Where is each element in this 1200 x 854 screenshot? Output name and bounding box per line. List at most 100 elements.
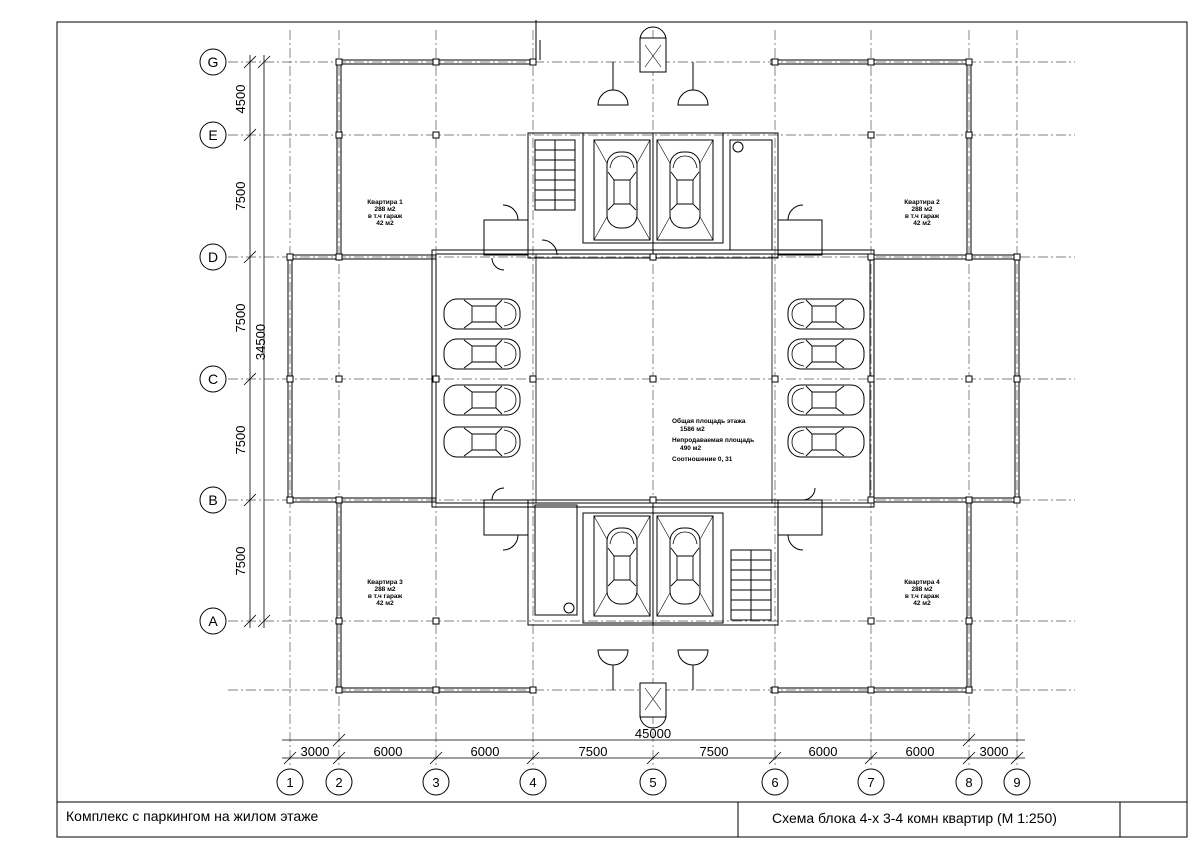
svg-text:8: 8 bbox=[965, 775, 972, 790]
dim-row-span: 7500 bbox=[233, 547, 248, 576]
svg-text:1586 м2: 1586 м2 bbox=[680, 426, 705, 433]
svg-text:G: G bbox=[208, 54, 219, 70]
vertical-dimension-lines bbox=[243, 55, 271, 628]
vertical-dimension-values: 4500 7500 7500 7500 7500 34500 bbox=[233, 85, 268, 576]
dim-row-span: 7500 bbox=[233, 304, 248, 333]
axis-marker-col: 6 bbox=[761, 768, 789, 796]
columns bbox=[286, 58, 1021, 694]
axis-marker-col: 7 bbox=[857, 768, 885, 796]
dim-col-span: 6000 bbox=[471, 744, 500, 759]
svg-text:в т.ч гараж: в т.ч гараж bbox=[368, 593, 403, 600]
svg-text:Соотношение 0, 31: Соотношение 0, 31 bbox=[672, 456, 733, 463]
horizontal-dimension-values: 3000 6000 6000 7500 7500 6000 6000 3000 … bbox=[301, 726, 1009, 759]
svg-text:D: D bbox=[208, 249, 218, 265]
sheet-frame bbox=[56, 21, 1188, 838]
axis-marker-col: 4 bbox=[519, 768, 547, 796]
dim-col-span: 6000 bbox=[374, 744, 403, 759]
svg-text:7: 7 bbox=[867, 775, 874, 790]
dim-col-span: 3000 bbox=[980, 744, 1009, 759]
svg-text:288 м2: 288 м2 bbox=[374, 586, 395, 593]
axis-marker-row: A bbox=[199, 607, 227, 635]
axis-marker-row: D bbox=[199, 243, 227, 271]
axis-marker-col: 1 bbox=[276, 768, 304, 796]
svg-text:3: 3 bbox=[432, 775, 439, 790]
svg-text:42 м2: 42 м2 bbox=[913, 220, 931, 227]
svg-text:9: 9 bbox=[1013, 775, 1020, 790]
sheet-title: Схема блока 4-х 3-4 комн квартир (М 1:25… bbox=[772, 810, 1057, 826]
car-icon bbox=[606, 527, 638, 605]
dim-total-horizontal: 45000 bbox=[635, 726, 671, 741]
dim-col-span: 7500 bbox=[579, 744, 608, 759]
car-icon bbox=[787, 298, 865, 330]
svg-text:B: B bbox=[208, 492, 217, 508]
outer-walls bbox=[287, 20, 1020, 693]
axis-marker-row: E bbox=[199, 121, 227, 149]
apartment-4-label: Квартира 4 288 м2 в т.ч гараж 42 м2 bbox=[904, 579, 940, 607]
car-icon bbox=[606, 151, 638, 229]
svg-text:42 м2: 42 м2 bbox=[376, 220, 394, 227]
car-icon bbox=[787, 338, 865, 370]
entrances bbox=[597, 26, 709, 729]
car-icon bbox=[443, 338, 521, 370]
bottom-core bbox=[483, 487, 823, 626]
svg-text:E: E bbox=[208, 127, 217, 143]
dim-row-span: 4500 bbox=[233, 85, 248, 114]
svg-text:42 м2: 42 м2 bbox=[376, 600, 394, 607]
car-icon bbox=[443, 384, 521, 416]
dim-row-span: 7500 bbox=[233, 182, 248, 211]
svg-text:42 м2: 42 м2 bbox=[913, 600, 931, 607]
svg-text:C: C bbox=[208, 371, 218, 387]
car-icon bbox=[787, 384, 865, 416]
svg-text:Непродаваемая площадь: Непродаваемая площадь bbox=[672, 437, 754, 444]
svg-text:490 м2: 490 м2 bbox=[680, 445, 701, 452]
dim-col-span: 6000 bbox=[906, 744, 935, 759]
svg-text:в т.ч гараж: в т.ч гараж bbox=[368, 213, 403, 220]
car-icon bbox=[443, 426, 521, 458]
axis-marker-col: 2 bbox=[325, 768, 353, 796]
svg-text:5: 5 bbox=[649, 775, 656, 790]
axis-marker-col: 8 bbox=[955, 768, 983, 796]
row-axis-markers: G E D C B A bbox=[199, 48, 227, 635]
axis-marker-row: G bbox=[199, 48, 227, 76]
top-core bbox=[483, 132, 823, 271]
svg-text:2: 2 bbox=[335, 775, 342, 790]
axis-marker-col: 3 bbox=[422, 768, 450, 796]
dim-col-span: 6000 bbox=[809, 744, 838, 759]
car-icon bbox=[787, 426, 865, 458]
axis-marker-row: B bbox=[199, 486, 227, 514]
svg-text:в т.ч гараж: в т.ч гараж bbox=[905, 593, 940, 600]
svg-text:6: 6 bbox=[771, 775, 778, 790]
car-icon bbox=[669, 527, 701, 605]
svg-text:288 м2: 288 м2 bbox=[911, 206, 932, 213]
dim-col-span: 7500 bbox=[700, 744, 729, 759]
axis-marker-col: 9 bbox=[1003, 768, 1031, 796]
car-icon bbox=[443, 298, 521, 330]
car-icon bbox=[669, 151, 701, 229]
svg-text:Общая площадь этажа: Общая площадь этажа bbox=[672, 417, 746, 425]
parking-left bbox=[443, 298, 521, 458]
svg-text:Квартира 2: Квартира 2 bbox=[904, 199, 940, 206]
grid-lines bbox=[228, 30, 1075, 766]
svg-text:288 м2: 288 м2 bbox=[374, 206, 395, 213]
apartment-2-label: Квартира 2 288 м2 в т.ч гараж 42 м2 bbox=[904, 199, 940, 227]
axis-marker-row: C bbox=[199, 365, 227, 393]
svg-text:4: 4 bbox=[529, 775, 536, 790]
apartment-1-label: Квартира 1 288 м2 в т.ч гараж 42 м2 bbox=[367, 199, 403, 227]
svg-text:Квартира 4: Квартира 4 bbox=[904, 579, 940, 586]
svg-text:Квартира 1: Квартира 1 bbox=[367, 199, 403, 206]
floor-area-summary: Общая площадь этажа 1586 м2 Непродаваема… bbox=[672, 417, 754, 463]
apartment-3-label: Квартира 3 288 м2 в т.ч гараж 42 м2 bbox=[367, 579, 403, 607]
horizontal-dimension-lines bbox=[282, 733, 1025, 765]
svg-text:1: 1 bbox=[286, 775, 293, 790]
axis-marker-col: 5 bbox=[639, 768, 667, 796]
parking-right bbox=[787, 298, 865, 458]
dim-total-vertical: 34500 bbox=[253, 324, 268, 360]
dim-col-span: 3000 bbox=[301, 744, 330, 759]
svg-text:Квартира 3: Квартира 3 bbox=[367, 579, 403, 586]
svg-text:A: A bbox=[208, 613, 218, 629]
column-axis-markers: 1 2 3 4 5 6 7 8 9 bbox=[276, 768, 1031, 796]
project-title: Комплекс с паркингом на жилом этаже bbox=[66, 808, 319, 824]
svg-text:288 м2: 288 м2 bbox=[911, 586, 932, 593]
